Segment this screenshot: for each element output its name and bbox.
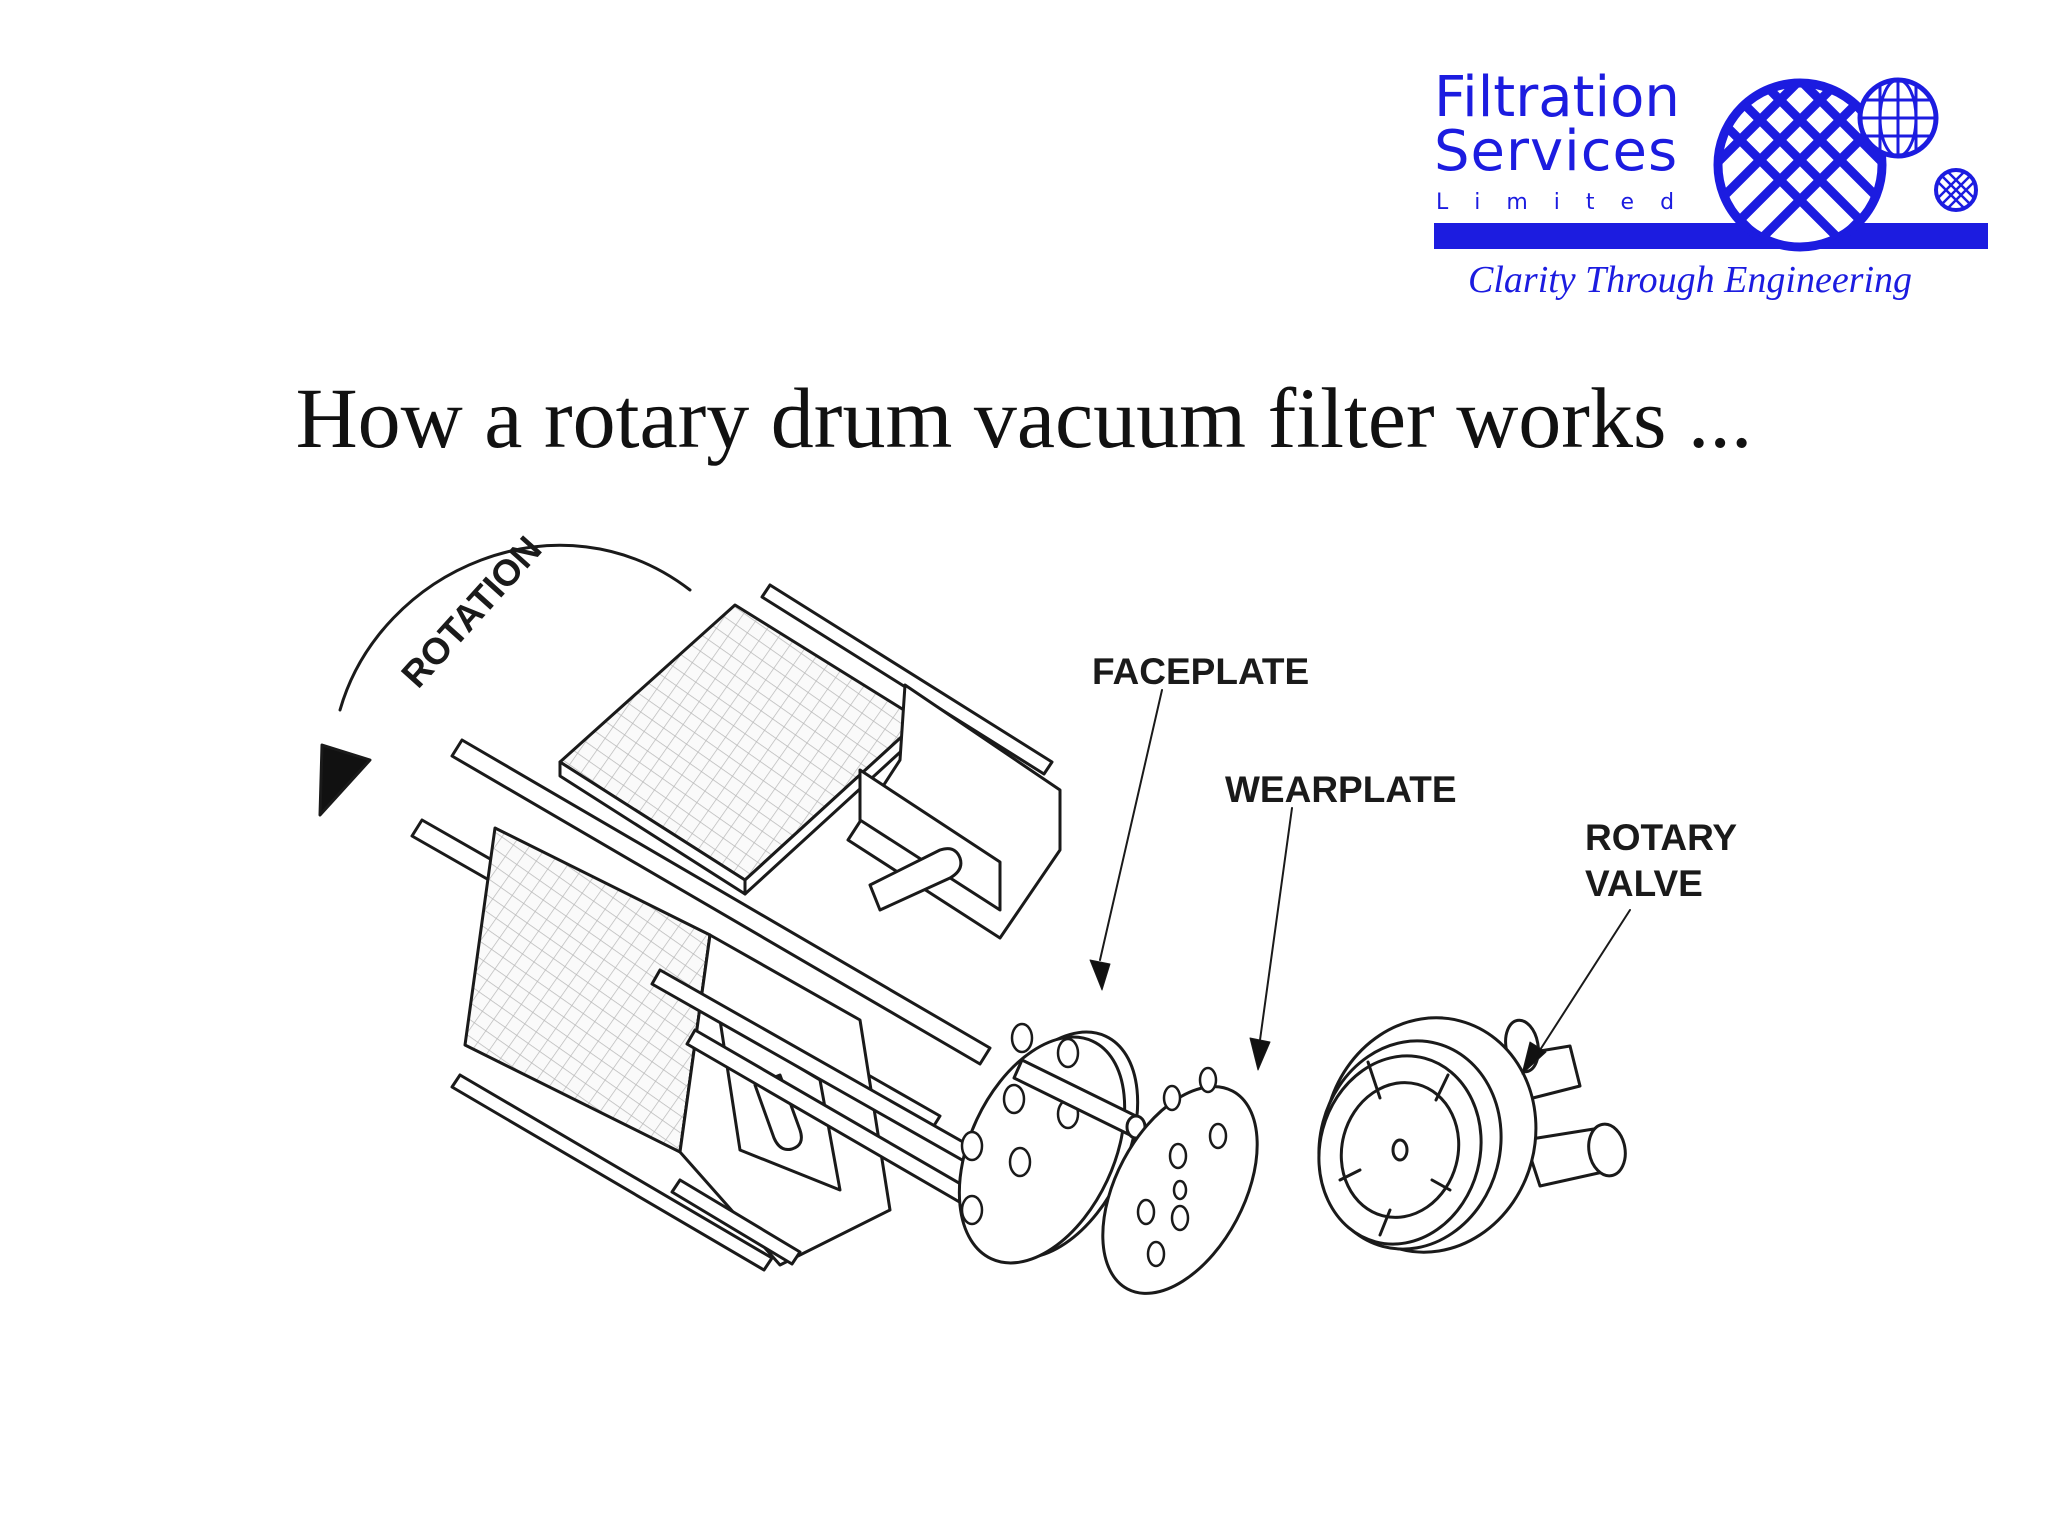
drum-frame-top bbox=[846, 683, 1062, 940]
logo-tagline: Clarity Through Engineering bbox=[1468, 259, 1913, 301]
rotation-arrowhead bbox=[318, 743, 372, 817]
rotation-arrow bbox=[338, 543, 692, 712]
drum-rail bbox=[760, 583, 1054, 776]
faceplate-leader bbox=[1099, 689, 1163, 961]
logo-bar bbox=[1434, 223, 1988, 249]
company-logo: Filtration Services Limited Clarity Thro… bbox=[1420, 60, 2000, 320]
rotary-drum-diagram: ROTATION FACEPLATE WEARPLATE ROTARY VALV… bbox=[318, 528, 1737, 1295]
label-faceplate: FACEPLATE bbox=[1092, 651, 1309, 692]
drum-rail bbox=[450, 1073, 774, 1272]
label-rotation: ROTATION bbox=[393, 528, 549, 695]
drum-rail bbox=[670, 1178, 802, 1266]
logo-line-limited: Limited bbox=[1436, 190, 1701, 215]
rotary-valve-leader bbox=[1539, 909, 1631, 1051]
wearplate-leader bbox=[1259, 807, 1293, 1041]
rotary-valve bbox=[1317, 1016, 1627, 1254]
logo-line-services: Services bbox=[1434, 119, 1679, 184]
drum-hub-arm bbox=[753, 1073, 803, 1151]
faceplate-holes bbox=[960, 1022, 1080, 1226]
drum-hub-arm bbox=[868, 847, 963, 912]
logo-line-filtration: Filtration bbox=[1434, 65, 1680, 130]
drum-tie-rod bbox=[450, 738, 992, 1066]
slide-title: How a rotary drum vacuum filter works ..… bbox=[295, 370, 1753, 466]
label-rotary-valve-line1: ROTARY bbox=[1585, 817, 1737, 858]
globe-icon bbox=[1713, 77, 1978, 252]
label-wearplate: WEARPLATE bbox=[1225, 769, 1457, 810]
label-rotary-valve-line2: VALVE bbox=[1585, 863, 1703, 904]
wearplate-holes bbox=[1136, 1066, 1228, 1268]
